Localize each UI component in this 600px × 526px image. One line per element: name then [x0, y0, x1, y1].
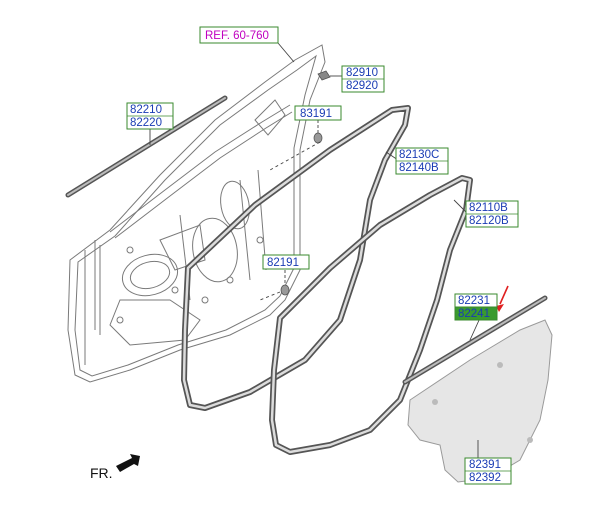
- door-sealing-film: [407, 319, 553, 483]
- callout-82910: 82910 82920: [341, 65, 385, 93]
- front-direction-indicator: FR.: [90, 454, 140, 481]
- door-frame: [67, 44, 326, 383]
- callout-82110-part-a: 82110B: [469, 202, 508, 214]
- callout-82130-part-a: 82130C: [399, 149, 439, 161]
- callout-82391: 82391 82392: [464, 457, 512, 485]
- front-arrow-icon: [116, 454, 140, 472]
- callout-82910-part-a: 82910: [346, 67, 378, 79]
- callout-82210-part-a: 82210: [130, 104, 162, 116]
- callout-82210: 82210 82220: [126, 102, 174, 130]
- fastener-82910: [317, 70, 331, 81]
- callout-83191-part: 83191: [300, 108, 332, 120]
- belt-outside-weatherstrip: [65, 95, 228, 198]
- door-body-side-seal: [181, 105, 411, 411]
- plug-82191: [280, 284, 290, 296]
- pointer-arrow-icon: [496, 285, 509, 312]
- plug-83191: [313, 132, 323, 144]
- door-side-seal: [269, 175, 473, 455]
- callout-82191: 82191: [262, 254, 310, 270]
- callout-ref-door: REF. 60-760: [199, 26, 279, 44]
- callout-82210-part-b: 82220: [130, 117, 162, 129]
- callout-82231-part-a: 82231: [458, 295, 490, 307]
- callout-82110-part-b: 82120B: [469, 215, 509, 227]
- belt-inside-weatherstrip: [402, 295, 548, 385]
- callout-82231: 82231 82241: [454, 293, 498, 321]
- callout-82910-part-b: 82920: [346, 80, 378, 92]
- callout-82130-part-b: 82140B: [399, 162, 439, 174]
- callout-82231-part-b-highlighted: 82241: [458, 308, 490, 320]
- leader-lines: [149, 42, 481, 458]
- callout-83191: 83191: [294, 105, 342, 121]
- callout-82391-part-b: 82392: [469, 472, 501, 484]
- callout-82110: 82110B 82120B: [465, 200, 519, 228]
- callout-82191-part: 82191: [267, 257, 299, 269]
- callout-ref-door-text: REF. 60-760: [205, 30, 269, 42]
- callout-82391-part-a: 82391: [469, 459, 501, 471]
- callout-82130: 82130C 82140B: [395, 147, 449, 175]
- front-direction-label: FR.: [90, 465, 113, 481]
